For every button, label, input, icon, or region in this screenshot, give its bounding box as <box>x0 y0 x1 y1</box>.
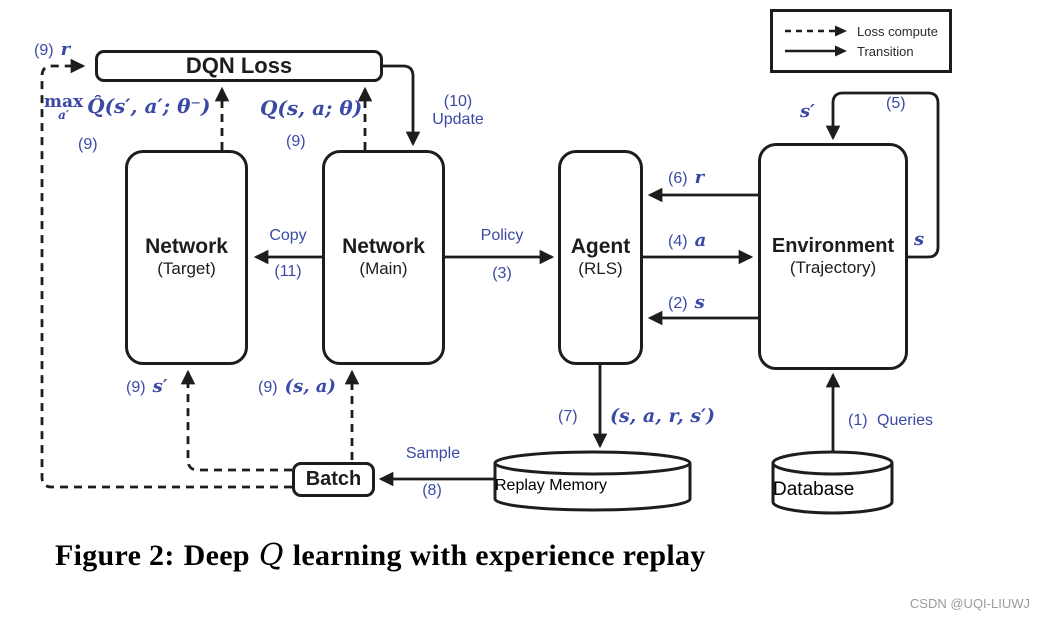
edge-label-9-sa: (9)(s, a) <box>258 376 336 397</box>
edge-label-policy: Policy <box>480 227 524 244</box>
caption-math-q: Q <box>258 538 284 573</box>
legend-row-loss-compute: Loss compute <box>783 24 949 39</box>
agent-title: Agent <box>570 235 631 259</box>
edge-label-7-sars: (s, a, r, s′) <box>610 405 716 427</box>
agent-subtitle: (RLS) <box>578 259 623 279</box>
edge-label-update: (10) Update <box>432 93 484 128</box>
network-main-title: Network <box>342 235 425 259</box>
edge-label-7-step: (7) <box>558 408 578 425</box>
node-network-main: Network (Main) <box>322 150 445 365</box>
node-agent: Agent (RLS) <box>558 150 643 365</box>
database-cylinder <box>771 450 894 515</box>
edge-label-copy-step: (11) <box>274 263 302 280</box>
edge-label-main-q: Q(s, a; θ) <box>260 96 363 120</box>
network-target-subtitle: (Target) <box>157 259 216 279</box>
wire-batch-r-to-dqnloss <box>40 58 292 489</box>
edge-label-copy: Copy <box>269 227 307 244</box>
edge-label-loop-s-prime: s′ <box>800 101 815 122</box>
edge-label-1-queries: (1) Queries <box>848 412 934 429</box>
legend-row-transition: Transition <box>783 44 949 59</box>
edge-label-4-a: (4)a <box>668 230 707 251</box>
edge-label-6-r: (6)r <box>668 167 705 188</box>
edge-label-main-q-step: (9) <box>286 133 306 150</box>
batch-title: Batch <box>305 468 362 490</box>
legend-label-loss-compute: Loss compute <box>857 23 938 39</box>
edge-label-loop-step: (5) <box>886 95 906 112</box>
edge-label-policy-step: (3) <box>492 265 512 282</box>
node-network-target: Network (Target) <box>125 150 248 365</box>
node-dqn-loss: DQN Loss <box>95 50 383 82</box>
edge-label-max-q-target: max a′ Q̂(s′, a′; θ⁻) <box>44 92 211 123</box>
wire-batch-sprime-to-target <box>180 369 292 472</box>
dqn-loss-title: DQN Loss <box>185 53 293 79</box>
edge-label-2-s: (2)s <box>668 292 705 313</box>
edge-label-loop-s-out: s <box>914 229 925 250</box>
database-title: Database <box>773 479 855 500</box>
edge-label-sample: Sample <box>405 445 461 462</box>
wire-env-s-loop-to-env <box>825 91 940 259</box>
network-main-subtitle: (Main) <box>359 259 408 279</box>
edge-label-max-q-step: (9) <box>78 136 98 153</box>
solid-arrow-icon <box>785 45 847 57</box>
network-target-title: Network <box>145 235 228 259</box>
environment-subtitle: (Trajectory) <box>789 257 877 277</box>
environment-title: Environment <box>771 234 895 257</box>
target-q-expression: Q̂(s′, a′; θ⁻) <box>87 94 211 118</box>
edge-label-9-s-prime: (9)s′ <box>126 376 168 397</box>
edge-label-sample-step: (8) <box>422 482 442 499</box>
caption-figure-label: Figure 2: <box>55 539 175 572</box>
edge-label-9-r: (9)r <box>34 39 71 60</box>
replay-memory-title: Replay Memory <box>495 477 608 494</box>
legend-label-transition: Transition <box>857 43 914 59</box>
watermark: CSDN @UQI-LIUWJ <box>909 596 1030 611</box>
dashed-arrow-icon <box>785 25 847 37</box>
max-operator: max a′ <box>44 92 84 123</box>
node-batch: Batch <box>292 462 375 497</box>
legend: Loss compute Transition <box>770 9 952 73</box>
replay-memory-cylinder <box>493 450 692 512</box>
node-environment: Environment (Trajectory) <box>758 143 908 370</box>
wire-dqnloss-update-to-main <box>383 64 421 147</box>
